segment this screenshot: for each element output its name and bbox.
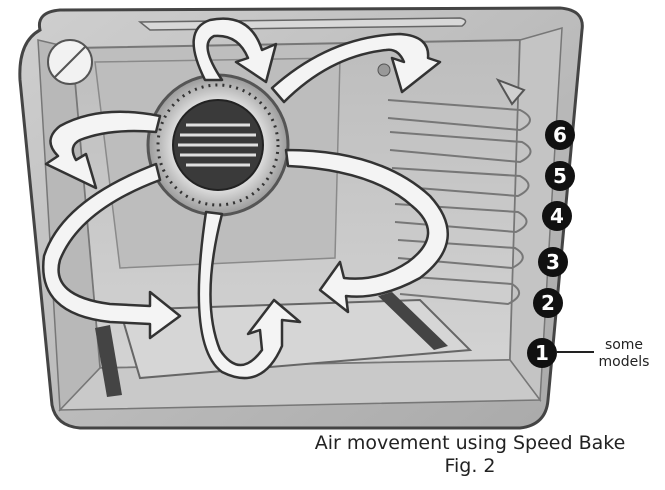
rack-position-3: 3 (538, 247, 568, 277)
rack-position-4: 4 (542, 201, 572, 231)
caption-title: Air movement using Speed Bake (314, 432, 626, 454)
rack-guides (387, 99, 532, 306)
rack-position-2: 2 (533, 288, 563, 318)
rack-position-1: 1 (527, 338, 557, 368)
leader-line (556, 351, 594, 353)
airflow-ribbon-top-right (270, 32, 442, 104)
rack-position-5: 5 (545, 161, 575, 191)
airflow-ribbon-bottom (197, 210, 302, 380)
figure-caption: Air movement using Speed Bake Fig. 2 (270, 432, 665, 478)
airflow-ribbon-bottom-left (41, 162, 182, 340)
caption-figure: Fig. 2 (444, 455, 496, 477)
rack-position-6: 6 (545, 120, 575, 150)
note-line-2: models (598, 354, 650, 370)
some-models-note: some models (592, 337, 656, 371)
bottom-element-left (95, 325, 122, 397)
airflow-ribbon-left (44, 110, 162, 190)
airflow-ribbon-top (192, 17, 278, 84)
airflow-arrows (41, 17, 450, 380)
vent-icon (495, 78, 526, 106)
airflow-ribbon-right (284, 148, 450, 314)
bottom-element-right (378, 292, 448, 350)
note-line-1: some (604, 337, 644, 353)
